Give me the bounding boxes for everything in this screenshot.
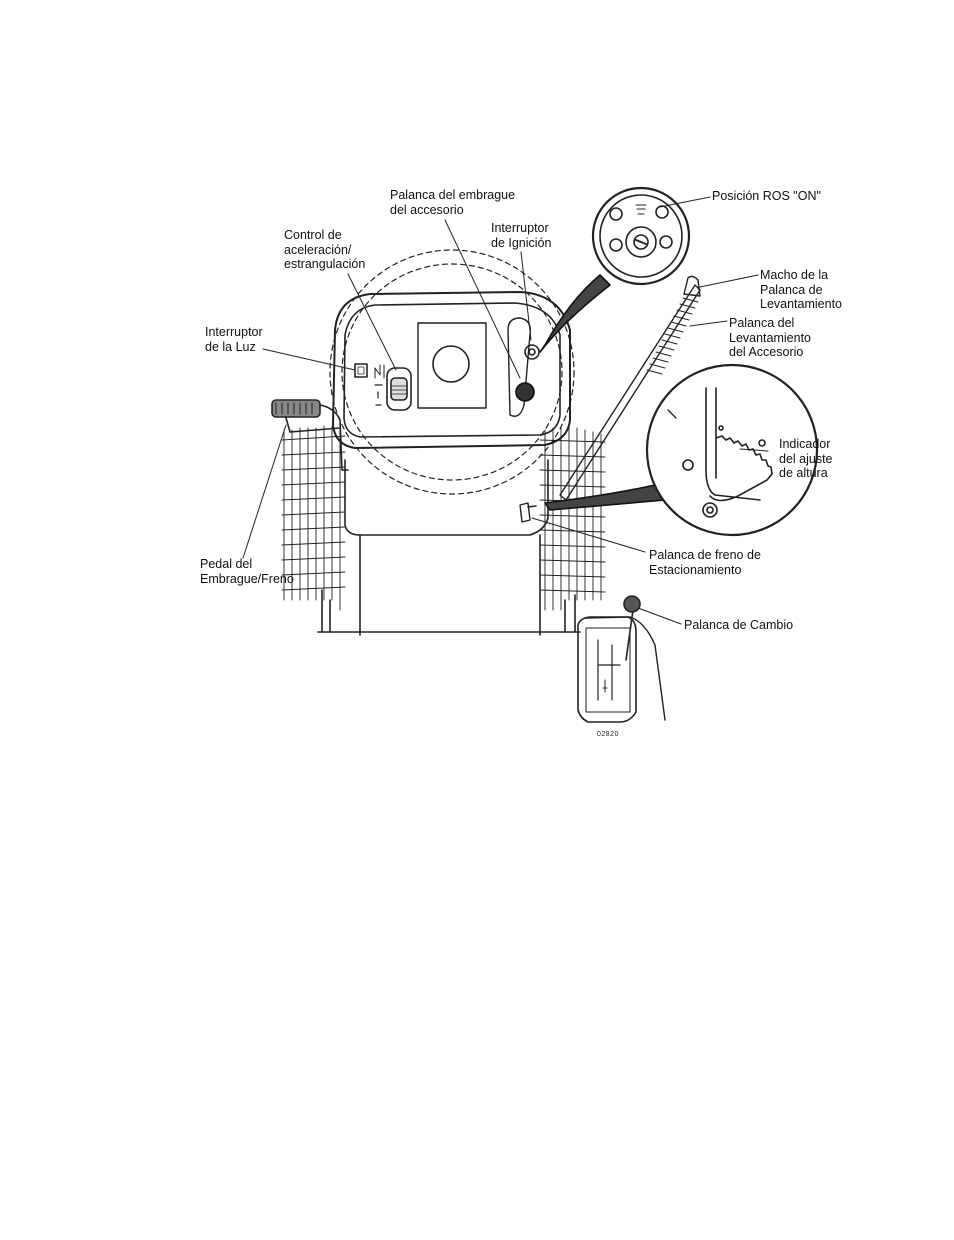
brake-pedal [271, 399, 349, 471]
figure-code: 02820 [597, 731, 619, 738]
label-line: Palanca de freno de [649, 548, 761, 562]
label-height-adjust-indicator: Indicador del ajuste de altura [779, 437, 833, 481]
label-line: del accesorio [390, 202, 464, 217]
label-attachment-lift-lever: Palanca del Levantamiento del Accesorio [729, 316, 811, 360]
label-line: del Accesorio [729, 345, 804, 359]
label-line: Palanca de Cambio [684, 618, 794, 632]
label-line: aceleración/ [284, 242, 352, 257]
label-clutch-brake-pedal: Pedal del Embrague/Freno [200, 557, 294, 586]
height-indicator-detail [544, 363, 819, 537]
leader-lines [242, 196, 769, 625]
hood-body [317, 459, 581, 636]
shift-lever-inset [577, 595, 666, 723]
label-line: Macho de la [760, 268, 829, 282]
label-line: Levantamiento [729, 330, 812, 345]
label-line: de la Luz [205, 339, 256, 354]
label-line: Indicador [779, 437, 831, 451]
label-line: Palanca del embrague [390, 188, 516, 202]
label-line: Interruptor [491, 221, 549, 235]
label-light-switch: Interruptor de la Luz [205, 325, 263, 354]
label-throttle-choke-control: Control de aceleración/ estrangulación [284, 228, 365, 272]
label-line: Palanca del [729, 316, 795, 330]
label-line: Palanca de [760, 282, 823, 297]
label-shift-lever: Palanca de Cambio [684, 618, 793, 633]
highlight-circles [329, 249, 575, 495]
label-line: Embrague/Freno [200, 571, 294, 586]
label-line: Pedal del [200, 557, 253, 571]
label-lift-lever-handle: Macho de la Palanca de Levantamiento [760, 268, 842, 312]
label-line: estrangulación [284, 257, 366, 271]
fender-grille [281, 425, 606, 611]
label-line: de altura [779, 466, 828, 480]
label-ignition-switch: Interruptor de Ignición [491, 221, 551, 250]
label-line: Levantamiento [760, 297, 843, 311]
label-line: Estacionamiento [649, 562, 742, 577]
label-line: Interruptor [205, 325, 263, 339]
label-line: Posición ROS "ON" [712, 189, 821, 203]
ignition-detail [539, 186, 691, 353]
label-ros-position: Posición ROS "ON" [712, 189, 821, 204]
label-parking-brake-lever: Palanca de freno de Estacionamiento [649, 548, 761, 577]
label-line: de Ignición [491, 235, 552, 250]
label-attachment-clutch-lever: Palanca del embrague del accesorio [390, 188, 515, 217]
label-line: del ajuste [779, 451, 833, 466]
parking-brake-lever [519, 502, 537, 523]
label-line: Control de [284, 228, 342, 242]
